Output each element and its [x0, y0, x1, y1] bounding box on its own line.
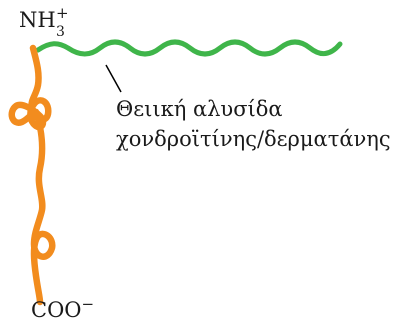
- n-terminus-main: NH: [19, 8, 56, 32]
- n-terminus-label: NH + 3: [19, 4, 69, 40]
- c-terminus-main: COO: [31, 298, 82, 322]
- gag-chain: [35, 39, 343, 57]
- core-protein: [8, 44, 56, 306]
- c-terminus-charge: −: [81, 295, 95, 313]
- n-terminus-charge: +: [56, 4, 69, 22]
- n-terminus-subscript: 3: [56, 24, 65, 40]
- c-terminus-label: COO−: [31, 295, 94, 323]
- leader-line: [105, 64, 122, 93]
- chain-caption-line2: χονδροϊτίνης/δερματάνης: [116, 127, 391, 151]
- chain-caption-line1: Θειική αλυσίδα: [116, 97, 283, 121]
- chain-caption: Θειική αλυσίδα χονδροϊτίνης/δερματάνης: [116, 94, 391, 154]
